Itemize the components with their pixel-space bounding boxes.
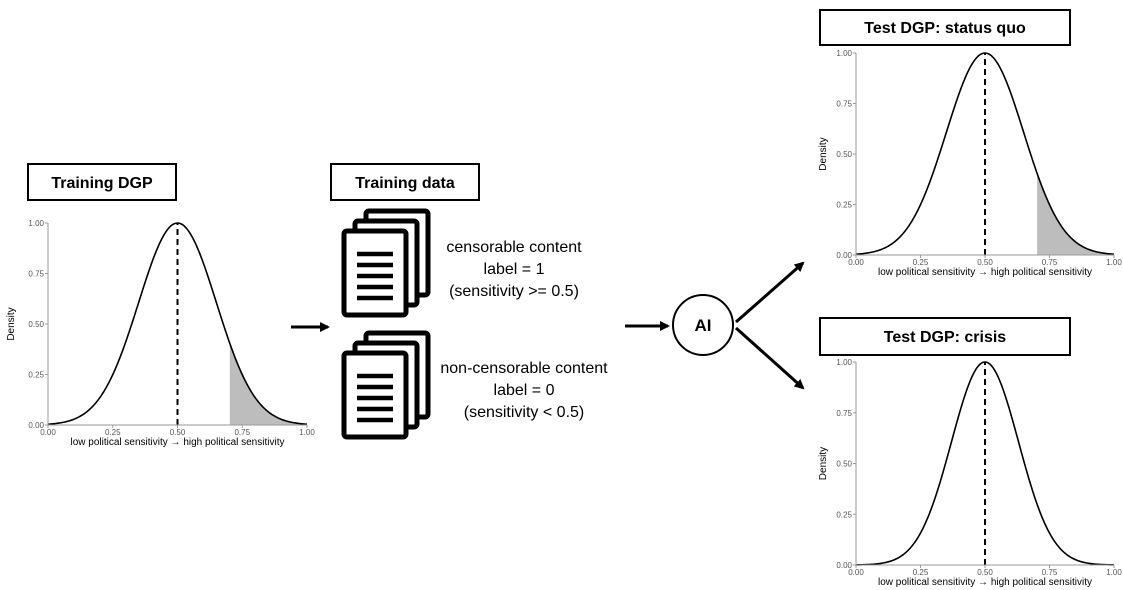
- y-tick-label: 1.00: [836, 358, 852, 367]
- y-tick-label: 0.75: [28, 270, 44, 279]
- status-quo-chart: 0.00 0.25 0.50 0.75 1.00 0.00 0.25 0.50 0.75 1.00…: [818, 49, 1122, 278]
- training-dgp-title-box: Training DGP: [27, 163, 177, 201]
- x-tick-label: 0.25: [913, 258, 929, 267]
- x-tick-label: 0.75: [1042, 568, 1058, 577]
- test-crisis-title-box: Test DGP: crisis: [819, 317, 1071, 356]
- arrow-to-crisis-icon: [734, 326, 805, 390]
- x-tick-label: 0.75: [1042, 258, 1058, 267]
- arrow-to-status-quo-icon: [735, 261, 805, 324]
- y-tick-label: 0.50: [836, 460, 852, 469]
- x-tick-label: 0.25: [913, 568, 929, 577]
- y-tick-label: 0.25: [836, 201, 852, 210]
- x-tick-label: 1.00: [1106, 258, 1122, 267]
- y-tick-label: 1.00: [836, 49, 852, 58]
- crisis-chart: 0.00 0.25 0.50 0.75 1.00 0.00 0.25 0.50 0.75 1.00…: [818, 358, 1122, 588]
- x-tick-label: 0.50: [977, 258, 993, 267]
- y-tick-label: 0.75: [836, 409, 852, 418]
- censorable-line-1: censorable content: [446, 239, 582, 256]
- x-tick-label: 0.00: [848, 258, 864, 267]
- x-tick-label: 1.00: [299, 428, 315, 437]
- censorable-line-2: label = 1: [484, 261, 545, 278]
- y-tick-label: 1.00: [28, 219, 44, 228]
- test-status-quo-title: Test DGP: status quo: [864, 20, 1026, 37]
- training-dgp-title: Training DGP: [51, 175, 153, 192]
- training-data-title: Training data: [355, 175, 455, 192]
- non-censorable-description: non-censorable content label = 0 (sensit…: [440, 360, 608, 421]
- x-axis-label: low political sensitivity → high politic…: [71, 437, 285, 448]
- y-tick-label: 0.00: [28, 421, 44, 430]
- x-tick-label: 0.75: [234, 428, 250, 437]
- y-tick-label: 0.75: [836, 100, 852, 109]
- non-censorable-line-1: non-censorable content: [440, 360, 608, 377]
- y-tick-label: 0.00: [836, 561, 852, 570]
- y-tick-label: 0.25: [836, 510, 852, 519]
- test-crisis-title: Test DGP: crisis: [884, 329, 1007, 346]
- training-dgp-chart: 0.00 0.25 0.50 0.75 1.00 0.00 0.25 0.50 0.75 1.00…: [6, 219, 315, 448]
- y-tick-label: 0.50: [836, 150, 852, 159]
- ai-label: AI: [695, 316, 712, 335]
- training-data-title-box: Training data: [330, 163, 480, 201]
- y-axis-label: Density: [818, 447, 829, 480]
- x-tick-label: 0.25: [105, 428, 121, 437]
- x-tick-label: 1.00: [1106, 568, 1122, 577]
- x-tick-label: 0.50: [170, 428, 186, 437]
- shaded-tail-area: [229, 341, 307, 425]
- x-axis-label: low political sensitivity → high politic…: [878, 577, 1092, 588]
- non-censorable-line-3: (sensitivity < 0.5): [464, 404, 584, 421]
- test-status-quo-title-box: Test DGP: status quo: [819, 9, 1071, 46]
- x-tick-label: 0.00: [848, 568, 864, 577]
- y-tick-label: 0.50: [28, 320, 44, 329]
- x-axis-label: low political sensitivity → high politic…: [878, 267, 1092, 278]
- censorable-description: censorable content label = 1 (sensitivit…: [446, 239, 582, 300]
- non-censorable-line-2: label = 0: [494, 382, 555, 399]
- x-tick-label: 0.00: [40, 428, 56, 437]
- y-axis-label: Density: [818, 137, 829, 170]
- shaded-tail-area: [1036, 171, 1114, 255]
- y-tick-label: 0.00: [836, 251, 852, 260]
- y-tick-label: 0.25: [28, 371, 44, 380]
- censorable-line-3: (sensitivity >= 0.5): [449, 283, 579, 300]
- ai-model-node: AI: [672, 294, 734, 356]
- x-tick-label: 0.50: [977, 568, 993, 577]
- y-axis-label: Density: [6, 307, 17, 340]
- non-censorable-document-stack-icon: [344, 333, 428, 437]
- censorable-document-stack-icon: [344, 211, 428, 315]
